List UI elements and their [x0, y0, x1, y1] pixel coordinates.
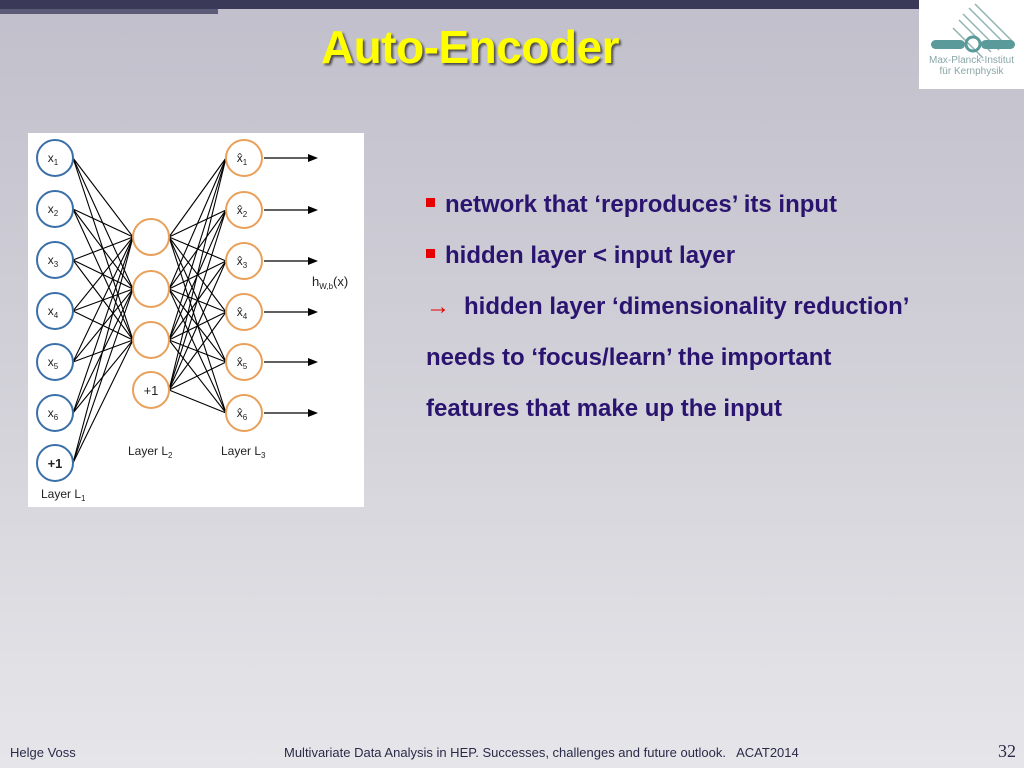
edge-hidden-output — [168, 260, 227, 391]
hidden-node — [132, 218, 170, 256]
arrowhead-icon — [308, 409, 318, 417]
bullet-square-icon — [426, 249, 435, 258]
output-node-label: x̂6 — [237, 406, 248, 422]
bullet-continuation-1: needs to ‘focus/learn’ the important — [426, 344, 832, 371]
page-number: 32 — [998, 741, 1016, 761]
arrowhead-icon — [308, 206, 318, 214]
input-node — [36, 190, 74, 228]
arrowhead-icon — [308, 308, 318, 316]
arrowhead-icon — [308, 154, 318, 162]
bullet-square-icon — [426, 198, 435, 207]
input-node-label: x3 — [48, 253, 59, 269]
arrowhead-icon — [308, 257, 318, 265]
institute-logo: Max-Planck-Institut für Kernphysik — [919, 0, 1024, 89]
top-bar-accent — [0, 9, 218, 14]
bullet-item-2: hidden layer < input layer — [426, 234, 1016, 285]
arrow-right-icon: → — [426, 293, 450, 320]
logo-line-1: Max-Planck-Institut — [928, 55, 1015, 66]
input-node-label: x2 — [48, 202, 59, 218]
edge-hidden-output — [168, 311, 227, 391]
footer-talk-title: Multivariate Data Analysis in HEP. Succe… — [284, 745, 799, 760]
output-node — [225, 394, 263, 432]
bullet-list: network that ‘reproduces’ its input hidd… — [426, 183, 1016, 438]
edge-input-hidden — [72, 208, 134, 238]
hidden-node — [132, 321, 170, 359]
bullet-text: hidden layer < input layer — [445, 242, 736, 269]
input-node — [36, 292, 74, 330]
input-node — [36, 444, 74, 482]
output-node-label: x̂5 — [237, 355, 248, 371]
bullet-continuation-2: features that make up the input — [426, 395, 783, 422]
bullet-item-3: → hidden layer ‘dimensionality reduction’ — [426, 285, 1016, 336]
logo-graphic — [931, 3, 1015, 59]
output-node — [225, 242, 263, 280]
input-node-label: x6 — [48, 406, 59, 422]
output-node — [225, 293, 263, 331]
output-node-label: x̂3 — [237, 254, 248, 270]
edge-input-hidden — [72, 157, 134, 238]
arrowhead-icon — [308, 358, 318, 366]
hidden-bias-label: +1 — [144, 383, 159, 398]
edge-input-hidden — [72, 288, 134, 464]
output-node-label: x̂1 — [237, 151, 248, 167]
edge-input-hidden — [72, 236, 134, 261]
edge-input-hidden — [72, 236, 134, 312]
edge-input-hidden — [72, 236, 134, 464]
input-node-label: x4 — [48, 304, 59, 320]
logo-line-2: für Kernphysik — [939, 66, 1004, 77]
output-node — [225, 343, 263, 381]
bullet-text: hidden layer ‘dimensionality reduction’ — [464, 293, 910, 320]
logo-text: Max-Planck-Institut für Kernphysik — [919, 55, 1024, 77]
input-node — [36, 343, 74, 381]
edge-input-hidden — [72, 339, 134, 464]
layer-1-label: Layer L1 — [41, 487, 86, 503]
edge-hidden-output — [168, 209, 227, 391]
edge-input-hidden — [72, 236, 134, 363]
input-node-label: x5 — [48, 355, 59, 371]
input-bias-label: +1 — [48, 456, 63, 471]
output-node-label: x̂4 — [237, 305, 248, 321]
output-function-label: hW,b(x) — [312, 274, 348, 291]
footer-author: Helge Voss — [10, 745, 76, 760]
edge-input-hidden — [72, 236, 134, 414]
layer-2-label: Layer L2 — [128, 444, 173, 460]
slide-title: Auto-Encoder — [320, 21, 620, 73]
edge-hidden-output — [168, 157, 227, 391]
edge-hidden-output — [168, 389, 227, 414]
hidden-node — [132, 270, 170, 308]
input-node-label: x1 — [48, 151, 59, 167]
input-node — [36, 394, 74, 432]
hidden-node — [132, 371, 170, 409]
edge-hidden-output — [168, 157, 227, 341]
bullet-item-1: network that ‘reproduces’ its input — [426, 183, 1016, 234]
bullet-text: network that ‘reproduces’ its input — [445, 191, 838, 218]
output-node — [225, 139, 263, 177]
input-node — [36, 139, 74, 177]
edge-hidden-output — [168, 361, 227, 391]
top-bar — [0, 0, 1024, 9]
edge-hidden-output — [168, 157, 227, 290]
layer-3-label: Layer L3 — [221, 444, 266, 460]
network-graph: x1 x2 x3 x4 x5 x6 +1 +1 x̂1 x̂2 x̂3 x̂4 x̂5 x̂6Layer … — [36, 139, 348, 503]
output-node-label: x̂2 — [237, 203, 248, 219]
output-node — [225, 191, 263, 229]
edge-hidden-output — [168, 157, 227, 238]
input-node — [36, 241, 74, 279]
